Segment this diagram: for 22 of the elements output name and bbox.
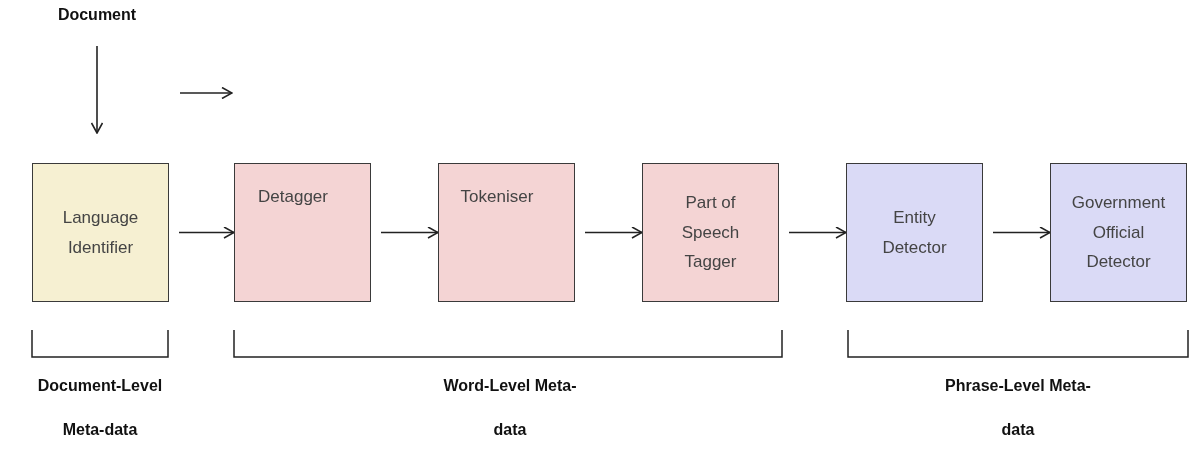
level-label: Word-Level Meta-data: [442, 376, 578, 440]
box-label: Detagger: [257, 186, 329, 208]
arrow: [992, 226, 1051, 239]
arrow: [178, 226, 235, 239]
level-label: Document-Level Meta-data: [36, 376, 164, 440]
box-label: Government Official Detector: [1070, 191, 1167, 274]
process-box: [1050, 163, 1187, 302]
box-label: Entity Detector: [881, 206, 948, 259]
box-label: Language Identifier: [61, 206, 140, 259]
box-label: Part of Speech Tagger: [680, 191, 741, 274]
process-box: [642, 163, 779, 302]
process-box: [32, 163, 169, 302]
input-label: Document: [57, 6, 137, 24]
arrow: [788, 226, 847, 239]
arrow: [380, 226, 439, 239]
process-box: [846, 163, 983, 302]
process-box: [438, 163, 575, 302]
process-box: [234, 163, 371, 302]
arrow: [584, 226, 643, 239]
level-label: Phrase-Level Meta-data: [944, 376, 1092, 440]
box-label: Tokeniser: [459, 186, 535, 208]
arrow: [90, 45, 104, 134]
